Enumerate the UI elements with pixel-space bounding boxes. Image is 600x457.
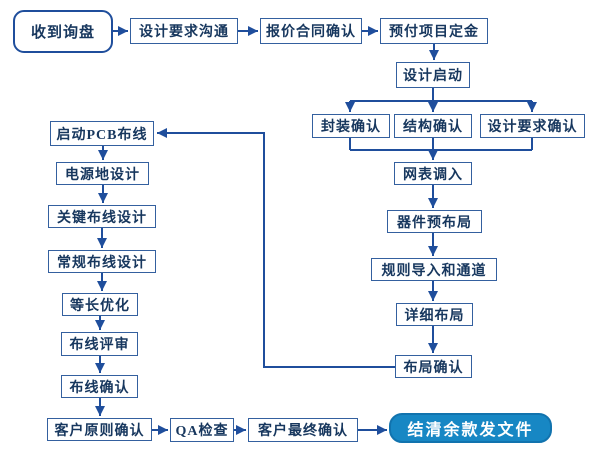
node-length-matching-optimization: 等长优化 <box>62 293 138 316</box>
node-start-pcb-routing: 启动PCB布线 <box>50 121 154 146</box>
node-label: 客户原则确认 <box>54 423 145 439</box>
node-quotation-contract-confirm: 报价合同确认 <box>260 18 362 44</box>
node-netlist-import: 网表调入 <box>394 162 472 185</box>
node-label: 网表调入 <box>403 167 463 183</box>
node-qa-check: QA检查 <box>170 418 234 442</box>
node-package-confirm: 封装确认 <box>312 114 390 138</box>
node-label: 详细布局 <box>404 308 465 324</box>
node-label: 布线确认 <box>69 380 130 396</box>
node-label: 常规布线设计 <box>57 255 147 271</box>
node-receive-inquiry: 收到询盘 <box>13 10 113 53</box>
node-design-kickoff: 设计启动 <box>396 62 470 88</box>
node-label: 规则导入和通道 <box>381 263 487 279</box>
node-component-prelayout: 器件预布局 <box>387 210 482 233</box>
node-label: 结构确认 <box>403 120 463 135</box>
edge-lines <box>95 26 537 435</box>
node-critical-routing-design: 关键布线设计 <box>48 205 156 228</box>
node-design-requirement-confirm: 设计要求确认 <box>480 114 585 138</box>
node-label: 电源地设计 <box>65 167 140 183</box>
node-label: 客户最终确认 <box>258 424 348 439</box>
node-label: 等长优化 <box>70 298 130 314</box>
node-rules-import-and-channel: 规则导入和通道 <box>371 258 497 281</box>
node-label: 报价合同确认 <box>266 25 356 40</box>
node-structure-confirm: 结构确认 <box>394 114 472 138</box>
node-prepay-project-deposit: 预付项目定金 <box>380 18 488 44</box>
node-label: 预付项目定金 <box>389 25 479 40</box>
node-label: 设计启动 <box>403 69 463 84</box>
node-routing-confirm: 布线确认 <box>61 375 138 398</box>
node-label: QA检查 <box>175 424 229 439</box>
node-label: 设计要求沟通 <box>139 25 229 40</box>
node-label: 器件预布局 <box>397 215 472 231</box>
node-customer-principle-confirm: 客户原则确认 <box>47 418 152 441</box>
node-general-routing-design: 常规布线设计 <box>48 250 156 273</box>
node-design-requirement-communication: 设计要求沟通 <box>130 18 238 44</box>
node-label: 收到询盘 <box>30 25 95 41</box>
node-settle-balance-send-files: 结清余款发文件 <box>389 413 552 443</box>
node-label: 布局确认 <box>403 360 464 376</box>
node-customer-final-confirm: 客户最终确认 <box>248 418 358 442</box>
node-routing-review: 布线评审 <box>61 332 138 356</box>
node-label: 关键布线设计 <box>57 210 147 226</box>
node-power-ground-design: 电源地设计 <box>56 162 149 185</box>
node-label: 结清余款发文件 <box>407 422 534 439</box>
node-label: 启动PCB布线 <box>56 127 148 143</box>
node-label: 封装确认 <box>321 120 381 135</box>
node-label: 布线评审 <box>69 338 130 353</box>
node-placement-confirm: 布局确认 <box>395 355 472 378</box>
node-detailed-placement: 详细布局 <box>396 303 473 326</box>
node-label: 设计要求确认 <box>487 120 578 135</box>
